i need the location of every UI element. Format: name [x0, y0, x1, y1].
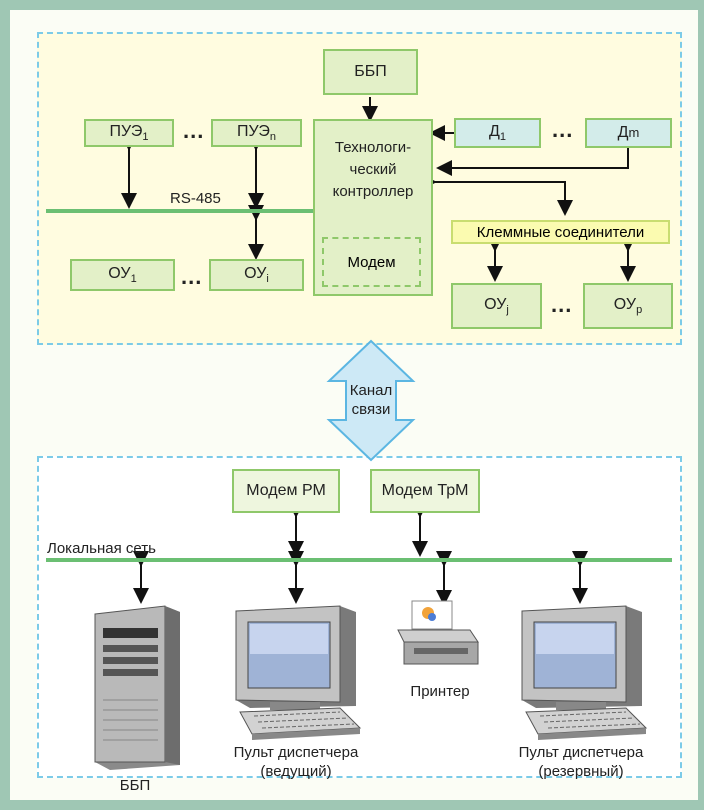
lan-bus [46, 558, 672, 562]
channel-label: Канал связи [349, 382, 393, 418]
dispatcher-main-computer-icon [235, 605, 362, 740]
dm-box: Дm [585, 118, 672, 148]
terminals-label: Клеммные соединители [476, 223, 645, 241]
ou-right-ellipsis: ... [551, 292, 573, 317]
dispatcher-reserve-computer-icon [521, 605, 648, 740]
d1-label: Д1 [489, 122, 506, 144]
dispatcher-reserve-caption: Пульт диспетчера (резервный) [518, 744, 644, 780]
ouj-box: ОУj [451, 283, 542, 329]
terminals-box: Клеммные соединители [451, 220, 670, 244]
lan-label: Локальная сеть [47, 540, 156, 557]
modem-rm-box: Модем РМ [232, 469, 340, 513]
puen-box: ПУЭn [211, 119, 302, 147]
modem-top-label: Модем [347, 253, 396, 271]
printer-caption: Принтер [410, 683, 470, 700]
modem-top-box: Модем [322, 237, 421, 287]
ou-left-ellipsis: ... [181, 264, 203, 289]
ou1-label: ОУ1 [108, 264, 137, 286]
controller-label: Техноло­ги- ческий контроллер [332, 139, 414, 200]
d-ellipsis: ... [552, 117, 574, 142]
pue-ellipsis: ... [183, 118, 205, 143]
modem-trm-label: Модем ТрМ [381, 482, 469, 499]
rs485-label: RS-485 [170, 190, 221, 207]
printer-icon [397, 600, 479, 665]
oui-label: ОУi [244, 264, 269, 286]
pue1-label: ПУЭ1 [109, 122, 149, 144]
oup-label: ОУp [613, 295, 643, 317]
server-caption: ББП [119, 777, 151, 794]
pue1-box: ПУЭ1 [84, 119, 174, 147]
rs485-bus [46, 209, 313, 213]
ou1-box: ОУ1 [70, 259, 175, 291]
oup-box: ОУp [583, 283, 673, 329]
modem-rm-label: Модем РМ [246, 482, 326, 499]
bbp-top-label: ББП [354, 63, 387, 80]
d1-box: Д1 [454, 118, 541, 148]
ouj-label: ОУj [484, 295, 509, 317]
modem-trm-box: Модем ТрМ [370, 469, 480, 513]
bbp-top-box: ББП [323, 49, 418, 95]
puen-label: ПУЭn [237, 122, 276, 144]
server-icon [94, 605, 180, 770]
dispatcher-main-caption: Пульт диспетчера (ведущий) [233, 744, 359, 780]
oui-box: ОУi [209, 259, 304, 291]
dm-label: Дm [617, 124, 640, 141]
